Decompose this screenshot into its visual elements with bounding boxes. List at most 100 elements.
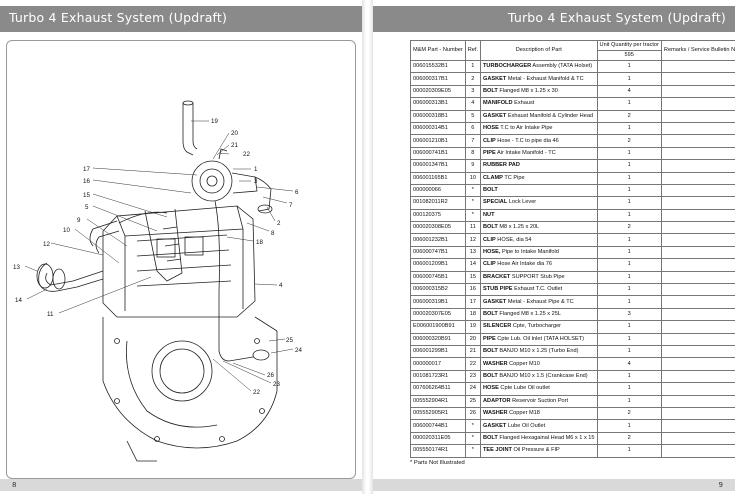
cell-quantity: 3 xyxy=(596,307,662,322)
description-text: Air Intake Manifold - TC xyxy=(495,149,556,156)
callout-11: 11 xyxy=(47,311,54,318)
table-row: 000020311E05*BOLT Flanged Hexagainal Hea… xyxy=(410,431,735,446)
cell-quantity: 2 xyxy=(596,431,662,446)
description-bold: GASKET xyxy=(483,298,507,305)
callout-2: 2 xyxy=(277,220,281,227)
callout-10: 10 xyxy=(63,227,70,234)
cell-part-number: 000020309E05 xyxy=(410,84,466,99)
cell-description: CLAMP TC Pipe xyxy=(480,171,598,185)
description-bold: BOLT xyxy=(483,224,498,231)
cell-description: SILENCER Cpte, Turbocharger xyxy=(480,320,598,334)
callout-5: 5 xyxy=(85,204,89,211)
cell-remarks xyxy=(660,258,735,272)
callout-3: 3 xyxy=(254,178,258,185)
description-bold: SILENCER xyxy=(483,323,512,330)
description-bold: SPECIAL xyxy=(483,199,508,206)
description-text: Exhaust xyxy=(512,100,535,107)
cell-quantity: 1 xyxy=(596,233,662,247)
cell-ref: 26 xyxy=(464,406,482,421)
description-bold: WASHER xyxy=(483,410,508,417)
cell-remarks xyxy=(660,307,735,322)
cell-ref: 13 xyxy=(464,245,482,260)
cell-quantity: 1 xyxy=(596,283,662,297)
cell-description: CLIP Hose - T.C to pipe dia 46 xyxy=(480,134,598,148)
callout-18: 18 xyxy=(256,239,263,246)
cell-part-number: 000000017 xyxy=(410,357,466,371)
cell-description: GASKET Exhaust Manifold & Cylinder Head xyxy=(480,109,598,123)
parts-table: M&M Part - Number Ref. Description of Pa… xyxy=(410,40,735,458)
cell-ref: * xyxy=(464,419,482,433)
right-page-title: Turbo 4 Exhaust System (Updraft) xyxy=(507,10,726,25)
description-text: BANJO M10 x 1.25 (Turbo End) xyxy=(497,348,579,355)
description-text: BANJO M10 x 1.5 (Crankcase End) xyxy=(497,372,588,379)
cell-remarks xyxy=(660,84,735,99)
description-text: Hose - T.C to pipe dia 46 xyxy=(495,137,559,144)
description-bold: STUB PIPE xyxy=(483,286,513,293)
cell-ref: * xyxy=(464,444,482,458)
right-page-header: Turbo 4 Exhaust System (Updraft) xyxy=(373,6,735,32)
callout-12: 12 xyxy=(43,241,50,248)
cell-quantity: 1 xyxy=(596,171,662,185)
callout-4: 4 xyxy=(279,282,283,289)
cell-quantity: 1 xyxy=(596,196,662,210)
cell-ref: 14 xyxy=(464,258,482,272)
callout-26: 26 xyxy=(267,372,274,379)
cell-part-number: 006000313B1 xyxy=(410,97,466,111)
cell-quantity: 1 xyxy=(596,146,662,161)
cell-part-number: E006001900B91 xyxy=(410,320,466,334)
cell-description: TEE JOINT Oil Pressure & FIP xyxy=(480,444,598,458)
cell-quantity: 1 xyxy=(596,258,662,272)
cell-remarks xyxy=(660,283,735,297)
description-bold: BOLT xyxy=(483,187,498,194)
cell-ref: 18 xyxy=(464,307,482,322)
callout-23: 23 xyxy=(273,381,280,388)
cell-description: BOLT Flanged M8 x 1.25 x 30 xyxy=(480,84,598,99)
cell-part-number: 005552904R1 xyxy=(410,394,466,408)
header-remarks: Remarks / Service Bulletin No. xyxy=(660,40,735,61)
cell-ref: 15 xyxy=(464,270,482,285)
cell-part-number: 006000318B1 xyxy=(410,109,466,123)
cell-part-number: 000020311E05 xyxy=(410,431,466,446)
cell-quantity: 1 xyxy=(596,59,662,74)
description-text: Lube Oil Outlet xyxy=(506,422,546,429)
cell-part-number: 006001209B1 xyxy=(410,258,466,272)
cell-ref: 25 xyxy=(464,394,482,408)
cell-description: GASKET Lube Oil Outlet xyxy=(480,419,598,433)
cell-part-number: 005550174R1 xyxy=(410,444,466,458)
cell-description: HOSE, Pipe to Intake Manifold xyxy=(480,245,598,260)
cell-ref: 2 xyxy=(464,72,482,86)
callout-20: 20 xyxy=(231,130,238,137)
callout-22-top: 22 xyxy=(243,151,250,158)
cell-ref: 17 xyxy=(464,295,482,309)
callout-9: 9 xyxy=(77,217,81,224)
cell-remarks xyxy=(660,233,735,247)
cell-remarks xyxy=(660,196,735,210)
left-page-header: Turbo 4 Exhaust System (Updraft) xyxy=(0,6,362,32)
cell-description: WASHER Copper M10 xyxy=(480,357,598,371)
description-text: Copper M18 xyxy=(507,410,540,417)
description-text: Cpte, Turbocharger xyxy=(511,323,562,330)
callout-16: 16 xyxy=(83,178,90,185)
cell-description: BRACKET SUPPORT Stub Pipe xyxy=(480,270,598,285)
cell-description: BOLT Flanged M8 x 1.25 x 25L xyxy=(480,307,598,322)
description-bold: BOLT xyxy=(483,311,498,317)
description-text: TC Pipe xyxy=(502,174,525,181)
cell-part-number: 006001299B1 xyxy=(410,344,466,359)
cell-part-number: 006000317B1 xyxy=(410,72,466,86)
callout-19: 19 xyxy=(211,118,218,125)
cell-part-number: 000000066 xyxy=(410,183,466,198)
cell-description: ADAPTOR Reservoir Suction Port xyxy=(480,394,598,408)
description-bold: BOLT xyxy=(483,87,498,94)
cell-ref: 6 xyxy=(464,121,482,136)
description-text: Cpte Lub. Oil Inlet (TATA HOLSET) xyxy=(495,335,585,342)
description-bold: BOLT xyxy=(483,434,498,441)
